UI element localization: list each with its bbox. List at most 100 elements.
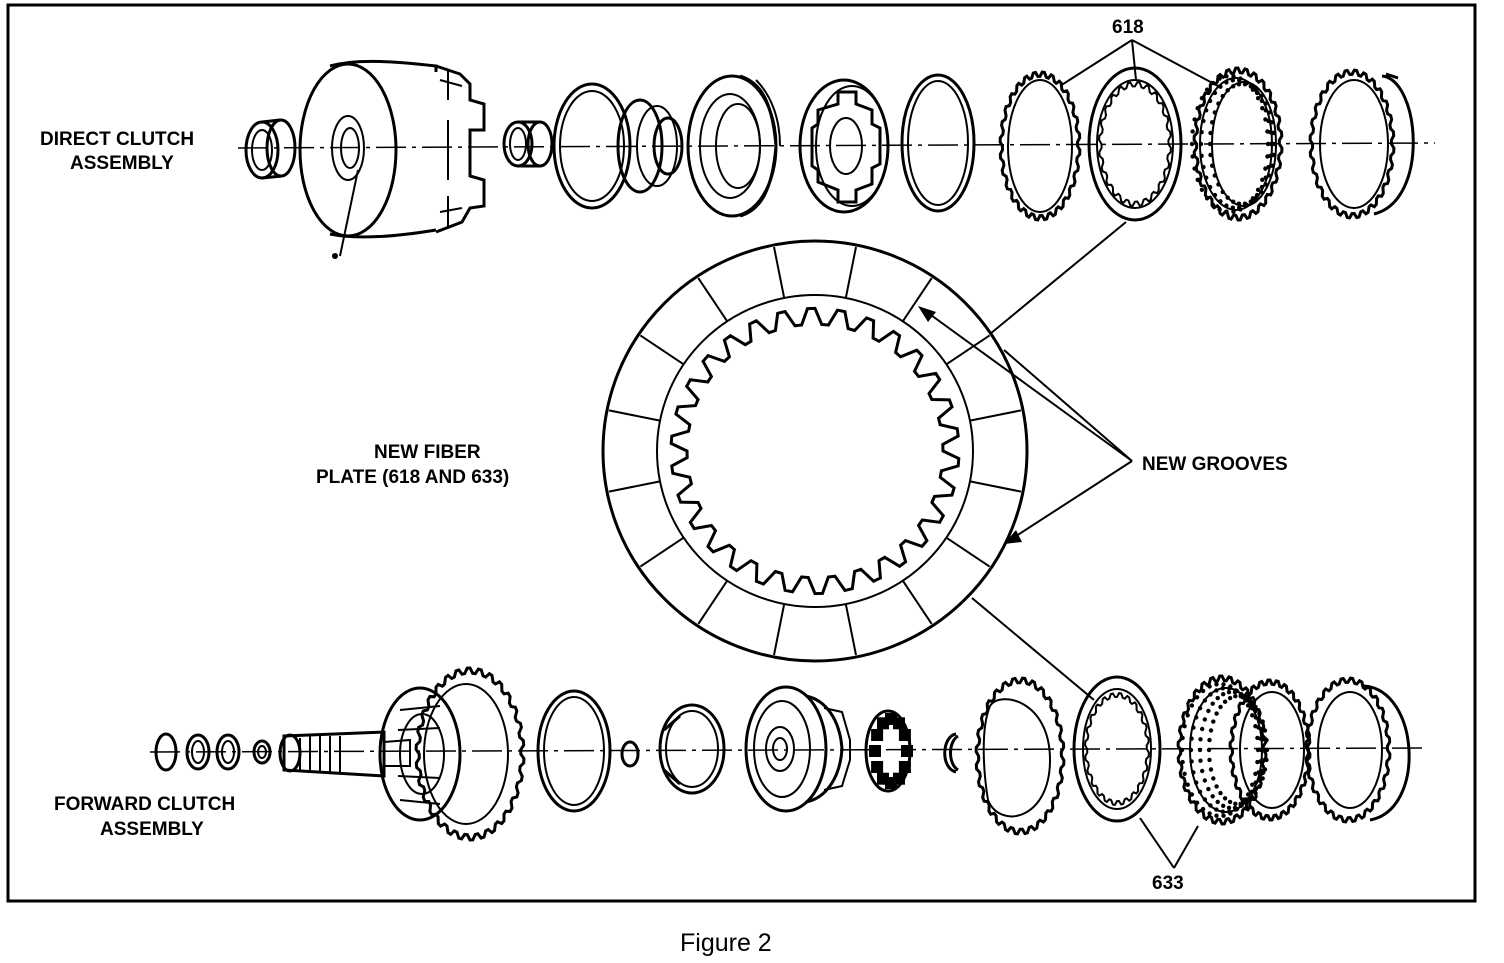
friction-dot bbox=[1236, 82, 1242, 87]
new-grooves-arrows bbox=[918, 306, 1133, 544]
label-forward-clutch-line1: FORWARD CLUTCH bbox=[54, 794, 235, 815]
friction-dot bbox=[1207, 757, 1212, 763]
friction-dot bbox=[1257, 711, 1262, 716]
label-new-grooves: NEW GROOVES bbox=[1142, 454, 1288, 475]
direct-spacer bbox=[502, 120, 554, 168]
friction-dot bbox=[1218, 790, 1223, 796]
fiber-plate-grooves bbox=[608, 246, 1022, 656]
return-spring bbox=[871, 761, 884, 773]
friction-dot bbox=[1207, 184, 1213, 190]
direct-clutch-axis bbox=[237, 142, 1436, 149]
friction-dot bbox=[1259, 189, 1264, 195]
friction-dot bbox=[1253, 790, 1258, 796]
friction-dot bbox=[1202, 698, 1208, 703]
friction-dot bbox=[1208, 692, 1213, 697]
friction-dot bbox=[1225, 195, 1230, 200]
friction-dot bbox=[1230, 205, 1236, 210]
friction-dot bbox=[1249, 706, 1255, 711]
friction-dot bbox=[1202, 797, 1208, 802]
friction-dot bbox=[1216, 182, 1221, 187]
forward-piston-seal bbox=[658, 703, 726, 795]
fiber-plate-groove bbox=[969, 480, 1022, 493]
figure-caption: Figure 2 bbox=[680, 929, 772, 957]
return-spring bbox=[877, 772, 889, 785]
friction-dot bbox=[1253, 715, 1259, 720]
friction-dot bbox=[1189, 141, 1195, 147]
forward-clutch-drum bbox=[378, 666, 526, 842]
friction-dot bbox=[1248, 84, 1254, 89]
friction-dot bbox=[1260, 776, 1265, 781]
friction-dot bbox=[1206, 708, 1211, 714]
friction-dot bbox=[1248, 796, 1254, 801]
forward-input-shaft bbox=[278, 730, 411, 778]
friction-dot bbox=[1248, 699, 1254, 704]
friction-dot bbox=[1263, 182, 1268, 187]
friction-dot bbox=[1188, 747, 1194, 753]
friction-dot bbox=[1224, 203, 1229, 208]
part-number-618: 618 bbox=[1112, 17, 1144, 38]
friction-dot bbox=[1224, 209, 1229, 214]
friction-dot bbox=[1189, 703, 1195, 708]
friction-dot bbox=[1243, 695, 1249, 701]
friction-dot bbox=[1199, 187, 1205, 192]
friction-dot bbox=[1179, 747, 1185, 753]
friction-dot bbox=[1221, 803, 1226, 808]
label-forward-clutch-line2: ASSEMBLY bbox=[100, 819, 204, 840]
friction-dot bbox=[1222, 796, 1228, 801]
friction-dot bbox=[1262, 767, 1268, 772]
friction-dot bbox=[1221, 813, 1226, 818]
leader-618-to-enlarged bbox=[989, 221, 1127, 335]
friction-dot bbox=[1190, 129, 1195, 134]
friction-dot bbox=[1182, 724, 1187, 729]
friction-dot bbox=[1242, 82, 1248, 87]
friction-dot bbox=[1231, 74, 1236, 79]
fiber-plate-groove bbox=[901, 580, 933, 625]
direct-bushing bbox=[244, 118, 297, 180]
friction-dot bbox=[1267, 110, 1272, 115]
friction-dot bbox=[1259, 184, 1265, 190]
direct-spring-retainer bbox=[798, 78, 890, 214]
friction-dot bbox=[1194, 695, 1200, 700]
direct-snap-ring bbox=[900, 73, 976, 213]
friction-dot bbox=[1263, 101, 1268, 106]
friction-dot bbox=[1189, 792, 1195, 797]
friction-dot bbox=[1220, 93, 1225, 99]
friction-dot bbox=[1227, 695, 1233, 701]
friction-dot bbox=[1200, 726, 1205, 732]
friction-dot bbox=[1254, 88, 1259, 93]
friction-dot bbox=[1227, 799, 1233, 805]
friction-dot bbox=[1231, 199, 1236, 204]
forward-fiber-plate-633 bbox=[1072, 675, 1162, 823]
friction-dot bbox=[1199, 130, 1204, 135]
friction-dot bbox=[1231, 209, 1236, 214]
fiber-plate-groove bbox=[773, 603, 786, 656]
friction-dot bbox=[1207, 737, 1212, 743]
friction-dot bbox=[1214, 682, 1219, 687]
direct-clutch-drum bbox=[298, 59, 486, 259]
friction-dot bbox=[1204, 108, 1209, 113]
fiber-plate-groove bbox=[639, 536, 685, 568]
return-spring bbox=[893, 717, 905, 730]
friction-dot bbox=[1271, 130, 1276, 136]
fiber-plate-groove bbox=[969, 409, 1022, 422]
friction-dot bbox=[1197, 747, 1203, 753]
friction-dot bbox=[1215, 799, 1220, 805]
friction-dot bbox=[1259, 93, 1264, 99]
forward-small-snap-ring bbox=[943, 732, 959, 774]
leader-633-to-enlarged bbox=[971, 597, 1095, 701]
friction-dot bbox=[1217, 207, 1222, 212]
friction-dot bbox=[1195, 106, 1200, 111]
friction-dot bbox=[1238, 801, 1243, 806]
friction-dot bbox=[1204, 175, 1209, 180]
friction-dot bbox=[1212, 192, 1218, 198]
friction-dot bbox=[1207, 684, 1212, 689]
friction-dot bbox=[1180, 759, 1185, 765]
friction-dot bbox=[1243, 799, 1249, 805]
friction-dot bbox=[1257, 778, 1262, 783]
friction-dot bbox=[1189, 759, 1194, 764]
friction-dot bbox=[1212, 90, 1218, 96]
friction-dot bbox=[1263, 108, 1269, 113]
friction-dot bbox=[1191, 725, 1196, 730]
label-fiber-plate-line1: NEW FIBER bbox=[374, 442, 481, 463]
return-spring bbox=[898, 729, 911, 741]
